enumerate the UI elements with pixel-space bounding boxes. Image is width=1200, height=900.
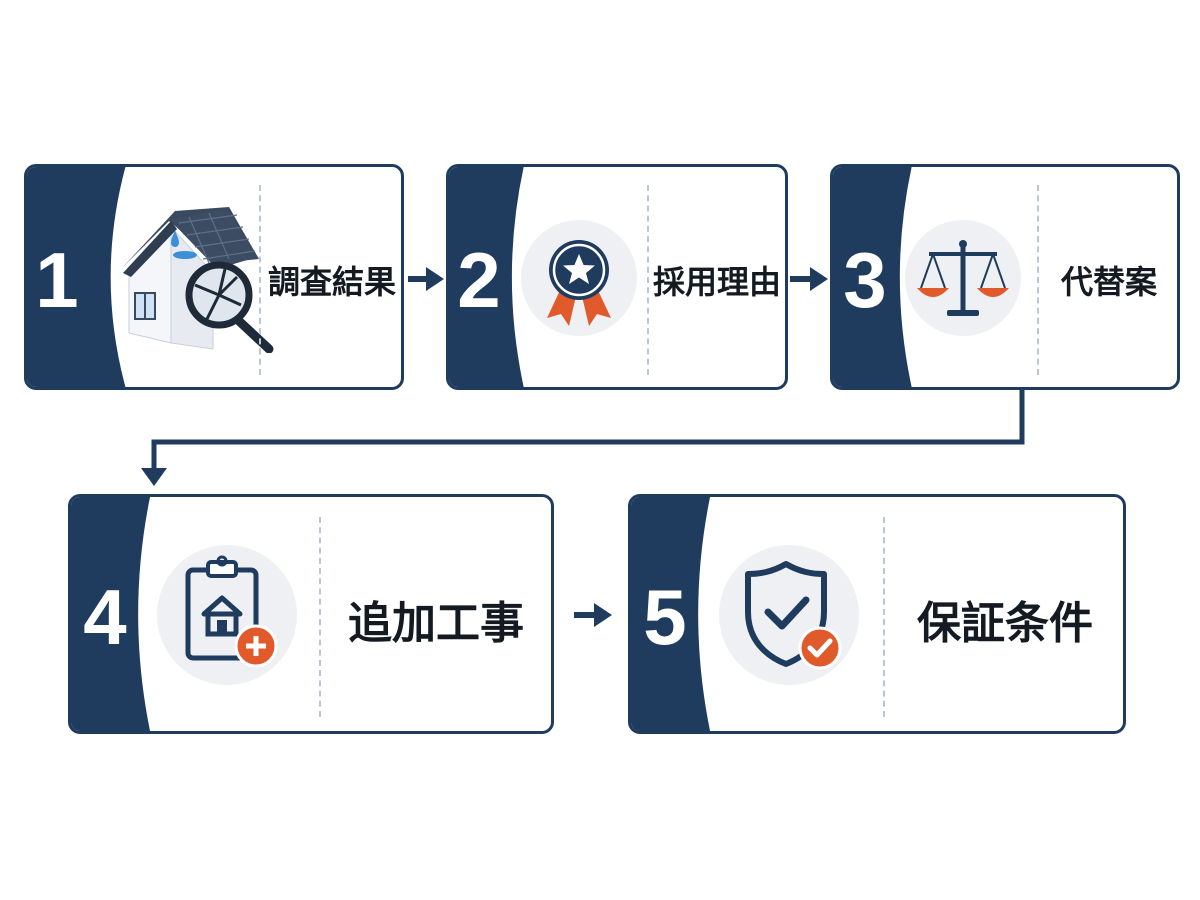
step-divider (883, 517, 885, 717)
arrow-1-to-2 (408, 267, 444, 291)
arrow-3-to-4 (141, 390, 1025, 486)
step-label: 保証条件 (917, 598, 1093, 649)
step-divider (259, 185, 261, 375)
step-card-3: 3 代替案 (830, 164, 1180, 390)
step-divider (1037, 185, 1039, 375)
arrow-4-to-5 (574, 603, 612, 627)
step-label: 代替案 (1060, 263, 1158, 301)
arrow-2-to-3 (790, 267, 828, 291)
step-band (833, 167, 912, 387)
step-band (27, 167, 126, 387)
house-inspection-magnifier-icon (109, 193, 285, 357)
step-number: 5 (643, 573, 687, 661)
step-label: 調査結果 (267, 263, 397, 301)
step-card-5: 5 保証条件 (628, 494, 1126, 734)
step-band (71, 497, 151, 731)
step-card-1: 1 (24, 164, 404, 390)
step-divider (647, 185, 649, 375)
balance-scale-icon (903, 218, 1023, 342)
step-number: 4 (83, 573, 127, 661)
step-number: 3 (843, 236, 887, 324)
step-card-4: 4 追加工事 (68, 494, 554, 734)
step-divider (319, 517, 321, 717)
step-number: 1 (35, 236, 79, 324)
step-band (449, 167, 524, 387)
step-label: 追加工事 (348, 598, 524, 649)
step-card-2: 2 採用理由 (446, 164, 788, 390)
step-label: 採用理由 (652, 263, 782, 301)
shield-check-icon (716, 542, 862, 692)
award-ribbon-star-icon (519, 218, 639, 342)
step-number: 2 (457, 236, 501, 324)
clipboard-house-plus-icon (154, 542, 300, 692)
step-band (631, 497, 711, 731)
